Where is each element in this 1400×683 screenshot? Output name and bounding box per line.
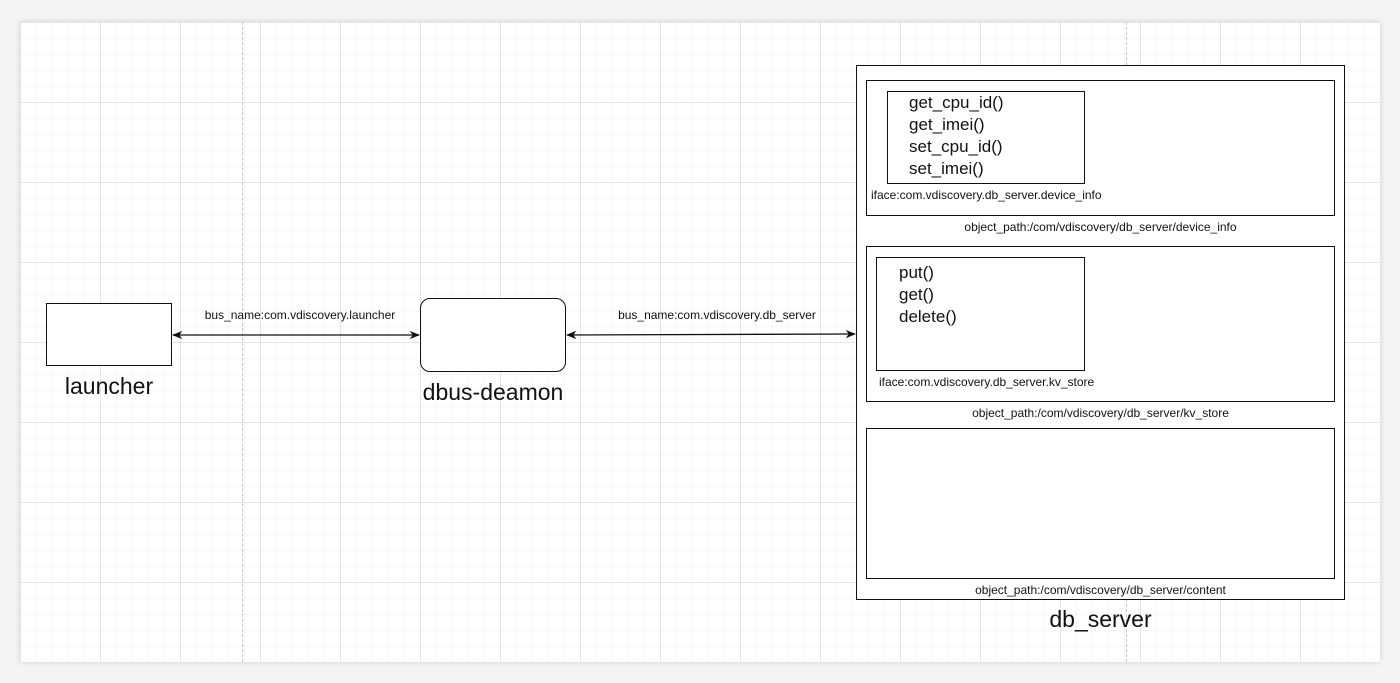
object-path-label: object_path:/com/vdiscovery/db_server/kv… [972,406,1229,420]
object-path-label: object_path:/com/vdiscovery/db_server/co… [975,583,1226,597]
iface-label: iface:com.vdiscovery.db_server.kv_store [879,375,1095,389]
method-item: get_imei() [909,115,985,134]
launcher-label: launcher [64,373,154,399]
edge-label-db-server: bus_name:com.vdiscovery.db_server [618,308,816,322]
object-content[interactable] [866,428,1335,579]
object-path-label: object_path:/com/vdiscovery/db_server/de… [964,220,1237,234]
method-list: put() get() delete() [899,262,957,328]
launcher-box[interactable] [46,303,172,366]
dbus-daemon-box[interactable] [420,298,566,372]
method-item: set_cpu_id() [909,137,1003,156]
method-list: get_cpu_id() get_imei() set_cpu_id() set… [909,92,1004,180]
method-item: put() [899,263,934,282]
method-item: get_cpu_id() [909,93,1004,112]
dbus-daemon-label: dbus-deamon [422,379,564,405]
method-item: delete() [899,307,957,326]
method-item: set_imei() [909,159,984,178]
method-item: get() [899,285,934,304]
db-server-label: db_server [1049,606,1152,632]
edge-label-launcher: bus_name:com.vdiscovery.launcher [204,308,396,322]
interface-kv-store-box[interactable] [876,257,1085,371]
iface-label: iface:com.vdiscovery.db_server.device_in… [871,188,1102,202]
edge-daemon-db-server[interactable] [565,329,857,340]
interface-device-info-box[interactable] [887,91,1085,184]
page-separator [242,22,243,662]
